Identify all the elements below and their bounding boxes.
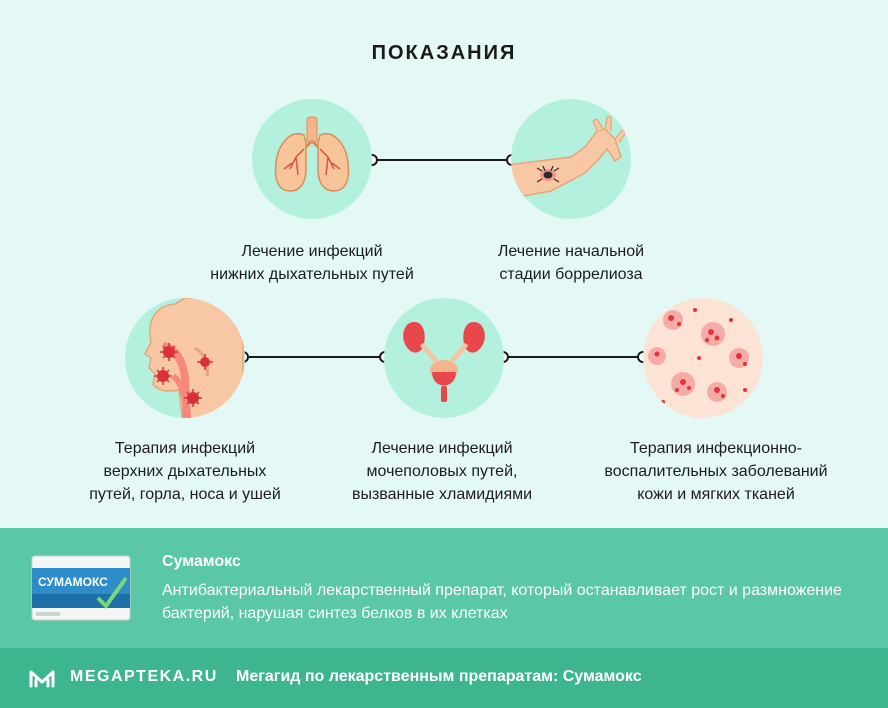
caption-line: Лечение инфекций — [241, 243, 383, 260]
caption-line: Лечение инфекций — [371, 440, 513, 457]
caption-line: нижних дыхательных путей — [210, 266, 414, 283]
skin-rash-icon — [648, 308, 749, 404]
lungs-icon — [274, 116, 350, 192]
caption-line: Терапия инфекций — [114, 440, 256, 457]
caption-line: кожи и мягких тканей — [637, 486, 795, 503]
caption-line: верхних дыхательных — [103, 463, 267, 480]
connector-top — [366, 154, 518, 166]
caption-borreliosis: Лечение начальной стадии боррелиоза — [441, 240, 701, 286]
caption-line: Лечение начальной — [497, 243, 645, 260]
drug-description: Антибактериальный лекарственный препарат… — [162, 582, 842, 622]
drug-name: Сумамокс — [162, 553, 241, 570]
caption-upper-respiratory: Терапия инфекций верхних дыхательных пут… — [55, 437, 315, 506]
skin-circle — [643, 298, 763, 418]
lungs-circle — [252, 99, 372, 219]
caption-line: стадии боррелиоза — [499, 266, 643, 283]
tick-bite-arm-icon — [511, 116, 627, 200]
footer-tagline: Мегагид по лекарственным препаратам: Сум… — [236, 668, 642, 685]
drug-pack-image: СУМАМОКС — [31, 555, 131, 621]
caption-line: вызванные хламидиями — [351, 486, 533, 503]
connector-bottom-left — [237, 351, 391, 363]
caption-line: мочеполовых путей, — [366, 463, 518, 480]
urogenital-circle — [384, 298, 504, 418]
tick-bite-circle — [511, 99, 631, 219]
drug-info-band: СУМАМОКС Сумамокс Антибактериальный лека… — [0, 528, 888, 648]
caption-line: воспалительных заболеваний — [604, 463, 828, 480]
throat-nose-ear-icon — [144, 298, 244, 418]
brand-link[interactable]: MEGAPTEKA.RU — [70, 668, 218, 685]
caption-urogenital: Лечение инфекций мочеполовых путей, вызв… — [312, 437, 572, 506]
connector-bottom-right — [497, 351, 649, 363]
drug-pack-label: СУМАМОКС — [38, 575, 108, 589]
throat-circle — [125, 298, 245, 418]
footer: MEGAPTEKA.RU Мегагид по лекарственным пр… — [0, 648, 888, 708]
caption-lower-respiratory: Лечение инфекций нижних дыхательных путе… — [182, 240, 442, 286]
urogenital-organs-icon — [403, 322, 485, 402]
caption-line: путей, горла, носа и ушей — [89, 486, 281, 503]
caption-line: Терапия инфекционно- — [629, 440, 802, 457]
megapteka-logo-icon[interactable] — [28, 666, 56, 690]
page-title: ПОКАЗАНИЯ — [371, 42, 517, 64]
caption-skin: Терапия инфекционно- воспалительных забо… — [578, 437, 854, 506]
